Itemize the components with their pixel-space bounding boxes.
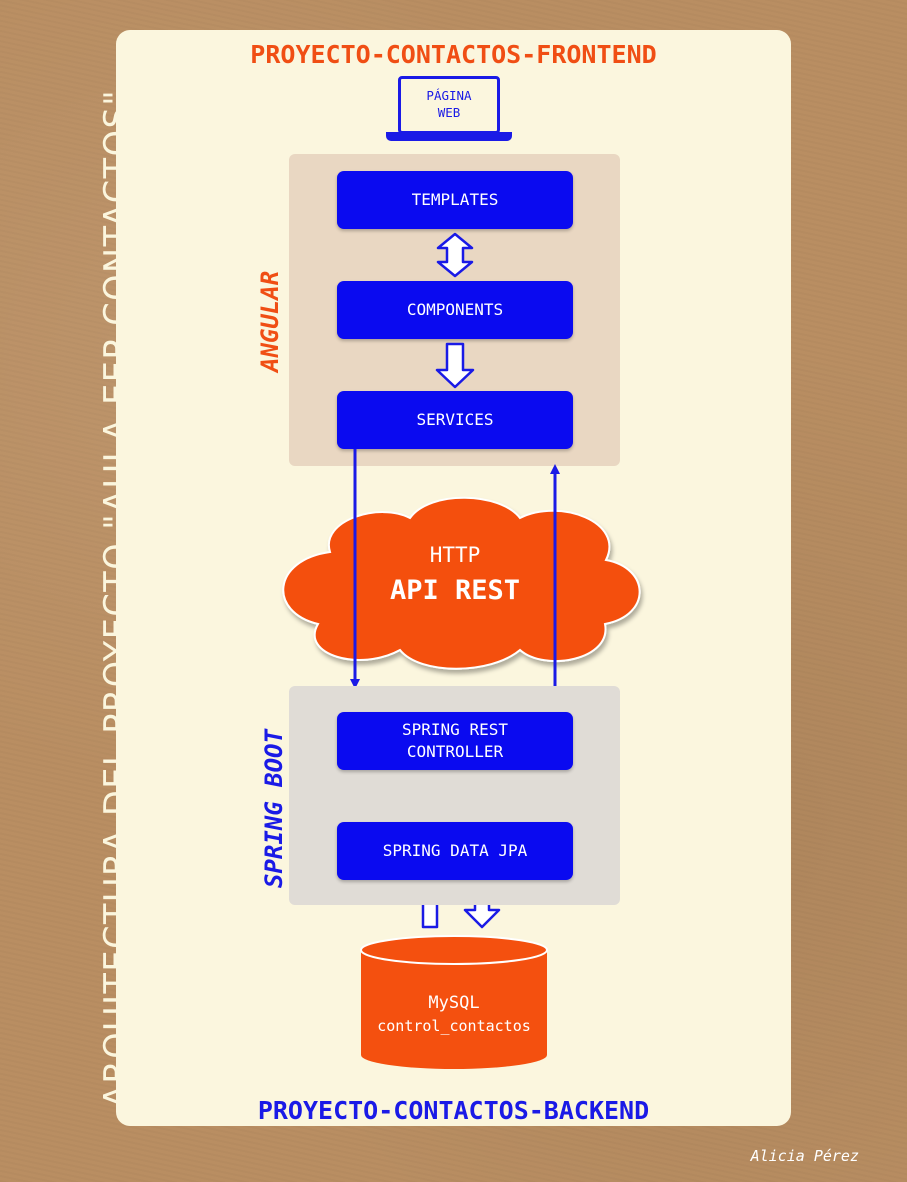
frontend-project-title: PROYECTO-CONTACTOS-FRONTEND: [250, 40, 657, 69]
database-schema-label: control_contactos: [377, 1017, 531, 1035]
api-protocol-label: HTTP: [429, 543, 481, 567]
laptop-base: [386, 132, 512, 141]
services-label: SERVICES: [416, 410, 494, 430]
database-cylinder: [360, 935, 548, 1069]
spring-data-jpa-block: SPRING DATA JPA: [337, 822, 573, 880]
services-block: SERVICES: [337, 391, 573, 449]
backend-project-title: PROYECTO-CONTACTOS-BACKEND: [257, 1096, 650, 1125]
client-label-line2: WEB: [437, 105, 461, 120]
laptop-icon: PÁGINA WEB: [386, 76, 512, 142]
database-engine-label: MySQL: [428, 993, 480, 1013]
api-name-label: API REST: [389, 575, 521, 606]
down-arrow-components-services: [435, 342, 475, 389]
spring-boot-label: SPRING BOOT: [260, 729, 288, 888]
api-cloud: [282, 496, 641, 670]
client-label-line1: PÁGINA: [426, 88, 472, 104]
templates-block: TEMPLATES: [337, 171, 573, 229]
rest-controller-line2: CONTROLLER: [406, 742, 504, 761]
author-signature: Alicia Pérez: [750, 1147, 859, 1165]
spring-rest-controller-block: SPRING REST CONTROLLER: [337, 712, 573, 770]
double-arrow-templates-components: [436, 232, 474, 278]
spring-data-jpa-label: SPRING DATA JPA: [382, 841, 528, 861]
rest-controller-line1: SPRING REST: [402, 720, 508, 740]
components-label: COMPONENTS: [406, 300, 504, 320]
templates-label: TEMPLATES: [411, 190, 499, 210]
components-block: COMPONENTS: [337, 281, 573, 339]
